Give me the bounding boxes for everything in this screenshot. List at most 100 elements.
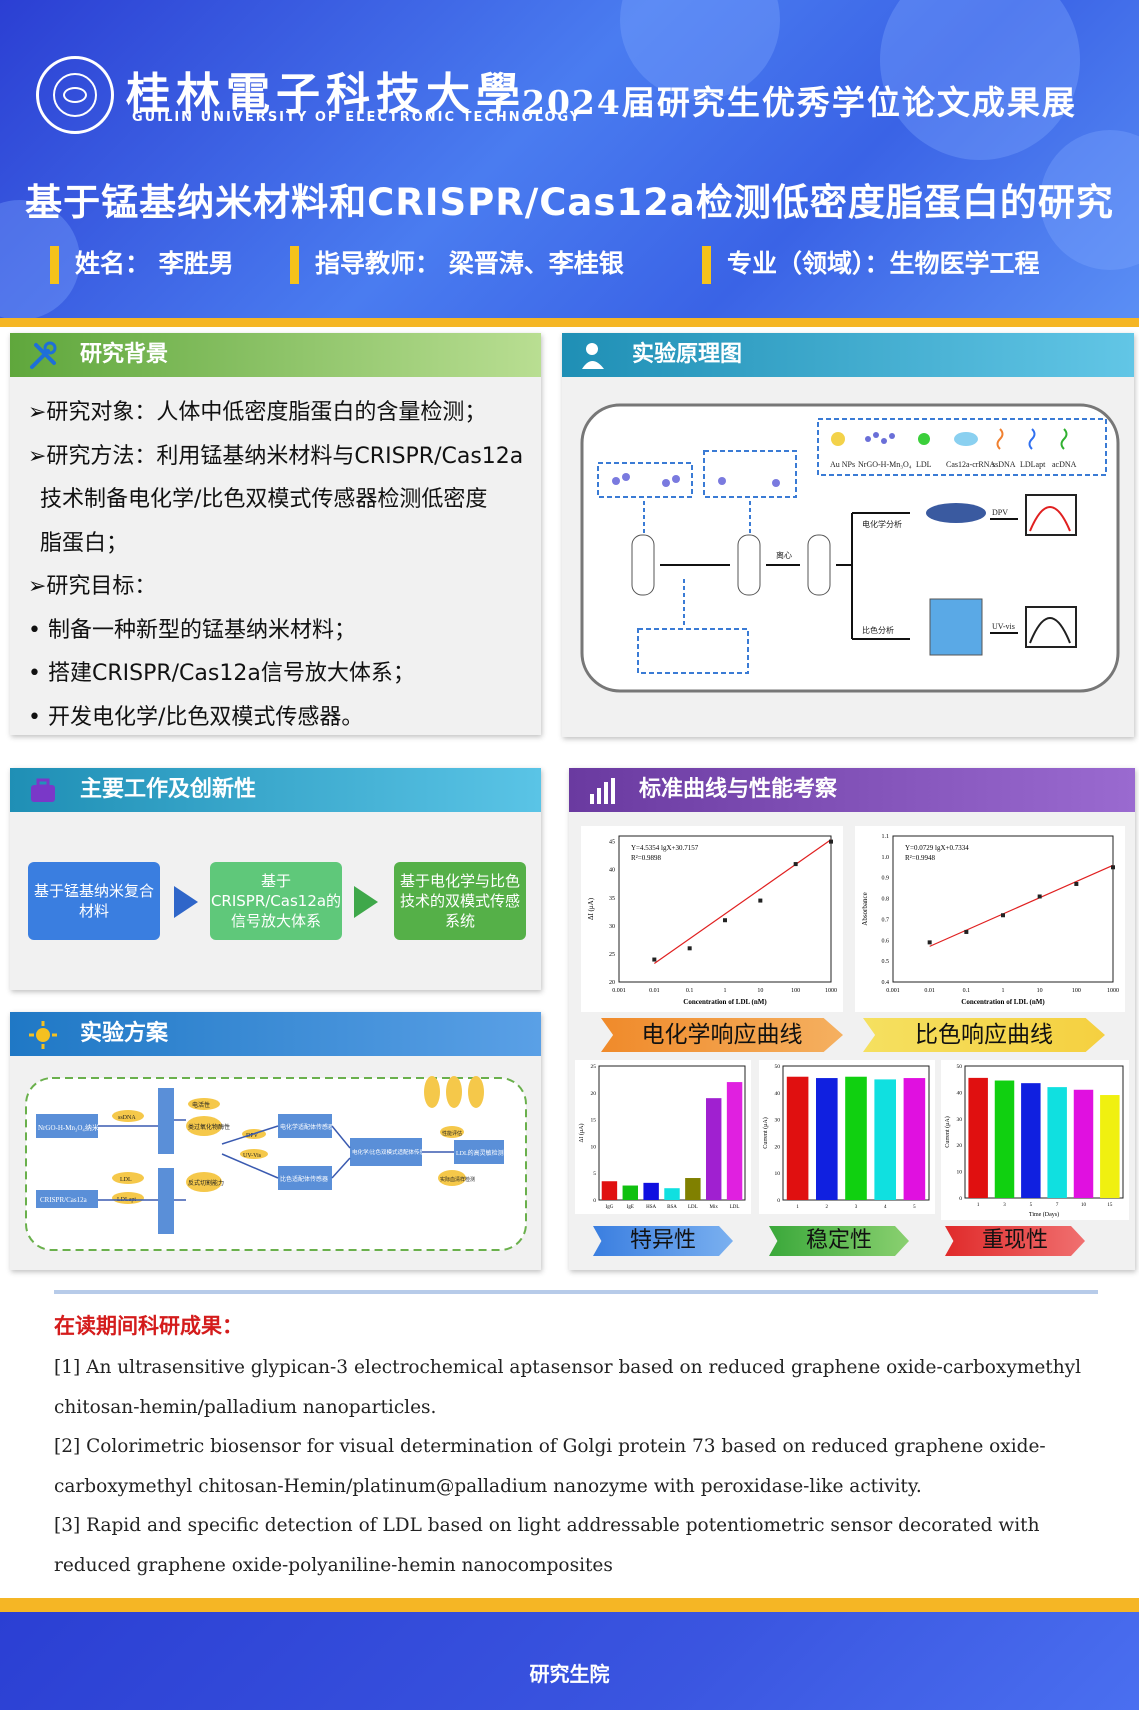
bar	[1021, 1083, 1041, 1198]
bar	[601, 1181, 618, 1200]
y-tick-label: 0	[959, 1196, 962, 1202]
legend-label: Cas12a-crRNA	[946, 460, 996, 469]
x-tick-label: 1	[724, 988, 727, 994]
x-tick-label: 1000	[1107, 988, 1119, 994]
electro-label: 电化学分析	[862, 519, 902, 529]
y-tick-label: 0.9	[882, 876, 890, 882]
y-tick-label: 15	[591, 1118, 597, 1124]
node-e3: 反式切割能力	[188, 1179, 224, 1187]
data-point	[652, 957, 657, 962]
fit-equation: Y=4.5354 lgX+30.7157	[631, 844, 699, 852]
sun-icon	[29, 1021, 57, 1049]
x-tick-label: 3	[855, 1205, 858, 1210]
work-panel: 主要工作及创新性 基于锰基纳米复合材料 基于CRISPR/Cas12a的信号放大…	[10, 768, 541, 990]
y-tick-label: 0	[777, 1198, 780, 1204]
legend-label: NrGO-H-Mn₃O₄	[858, 460, 912, 469]
arrow-icon	[174, 886, 198, 918]
y-axis-label: Absorbance	[861, 892, 869, 925]
y-tick-label: 40	[609, 868, 615, 874]
node-dual: 电化学/比色双模式适配体传感器	[352, 1148, 431, 1156]
x-tick-label: 1	[1002, 988, 1005, 994]
dpv-label: DPV	[992, 508, 1008, 517]
y-tick-label: 30	[775, 1118, 781, 1124]
legend-label: LDLapt	[1020, 460, 1046, 469]
x-tick-label: 10	[757, 988, 763, 994]
y-tick-label: 25	[591, 1064, 597, 1070]
node-dpv: DPV	[246, 1133, 259, 1139]
y-tick-label: 0.8	[882, 897, 890, 903]
y-tick-label: 20	[609, 980, 615, 986]
x-tick-label: 100	[1072, 988, 1081, 994]
bar	[1047, 1087, 1067, 1198]
x-tick-label: LDL	[730, 1205, 740, 1210]
fit-line	[653, 839, 832, 965]
curves-heading: 标准曲线与性能考察	[569, 768, 1135, 812]
x-tick-label: 4	[884, 1205, 887, 1210]
x-axis-label: Time (Days)	[1029, 1211, 1059, 1218]
plan-heading: 实验方案	[10, 1012, 541, 1056]
plot-frame	[618, 835, 832, 983]
data-point	[687, 946, 692, 951]
university-logo	[36, 56, 114, 134]
y-tick-label: 40	[775, 1091, 781, 1097]
poster-title: 基于锰基纳米材料和CRISPR/Cas12a检测低密度脂蛋白的研究	[25, 181, 1114, 224]
work-step-2: 基于CRISPR/Cas12a的信号放大体系	[210, 862, 342, 940]
x-tick-label: 3	[1003, 1203, 1006, 1208]
uvvis-label: UV-vis	[992, 622, 1015, 631]
fit-equation: Y=0.0729 lgX+0.7334	[905, 844, 969, 852]
y-tick-label: 45	[609, 840, 615, 846]
fit-r2: R²=0.9898	[631, 854, 661, 862]
x-tick-label: IgG	[606, 1205, 614, 1210]
bar	[786, 1076, 809, 1200]
node-ldl-detect: LDL的高灵敏检测	[456, 1149, 504, 1157]
bar-chart-icon	[590, 778, 615, 804]
data-point	[793, 862, 798, 867]
color-curve-label: 比色响应曲线	[863, 1018, 1105, 1052]
y-tick-label: 50	[957, 1064, 963, 1070]
data-point	[1037, 894, 1042, 899]
publication-item: [1] An ultrasensitive glypican-3 electro…	[54, 1357, 1082, 1418]
x-tick-label: 1	[977, 1203, 980, 1208]
plan-panel: 实验方案 NrGO-H-Mn₃O₄纳米材料 CRISPR/Cas12a ssDN…	[10, 1012, 541, 1270]
footer-divider	[0, 1598, 1139, 1612]
x-tick-label: 7	[1056, 1203, 1059, 1208]
major: 专业（领域）：生物医学工程	[702, 244, 1040, 284]
x-tick-label: 0.01	[924, 988, 935, 994]
data-point	[964, 929, 969, 934]
bar	[874, 1079, 897, 1200]
x-tick-label: 2	[826, 1205, 829, 1210]
legend-label: acDNA	[1052, 460, 1077, 469]
bar	[815, 1078, 838, 1200]
bar	[845, 1076, 867, 1200]
plan-flowchart: NrGO-H-Mn₃O₄纳米材料 CRISPR/Cas12a ssDNA LDL…	[25, 1076, 527, 1251]
bar	[968, 1077, 988, 1198]
node-material: NrGO-H-Mn₃O₄纳米材料	[38, 1123, 113, 1132]
data-point	[1001, 913, 1005, 918]
publications-heading: 在读期间科研成果：	[54, 1314, 243, 1338]
work-step-1: 基于锰基纳米复合材料	[28, 862, 160, 940]
node-perf: 性能评估	[442, 1130, 462, 1137]
data-point	[1074, 881, 1079, 886]
fit-r2: R²=0.9948	[905, 854, 935, 862]
x-tick-label: 0.1	[963, 988, 971, 994]
publications: 在读期间科研成果： [1] An ultrasensitive glypican…	[54, 1310, 1094, 1585]
centrifuge-label: 离心	[776, 550, 792, 560]
footer: 研究生院	[0, 1612, 1139, 1710]
legend-label: Au NPs	[830, 460, 855, 469]
principle-heading: 实验原理图	[562, 333, 1134, 377]
bg-line: • 开发电化学/比色双模式传感器。	[28, 704, 364, 730]
x-tick-label: 5	[1030, 1203, 1033, 1208]
y-tick-label: 0.7	[882, 917, 890, 923]
x-tick-label: 10	[1081, 1203, 1087, 1208]
x-axis-label: Concentration of LDL (nM)	[683, 998, 767, 1006]
bg-line: ➢研究对象：人体中低密度脂蛋白的含量检测；	[28, 400, 487, 425]
tools-icon	[30, 341, 57, 369]
plot-frame	[892, 835, 1114, 983]
y-axis-label: Current (μA)	[944, 1116, 951, 1147]
background-text: ➢研究对象：人体中低密度脂蛋白的含量检测； ➢研究方法：利用锰基纳米材料与CRI…	[28, 391, 523, 739]
data-point	[1111, 865, 1115, 870]
bar	[1073, 1089, 1094, 1198]
